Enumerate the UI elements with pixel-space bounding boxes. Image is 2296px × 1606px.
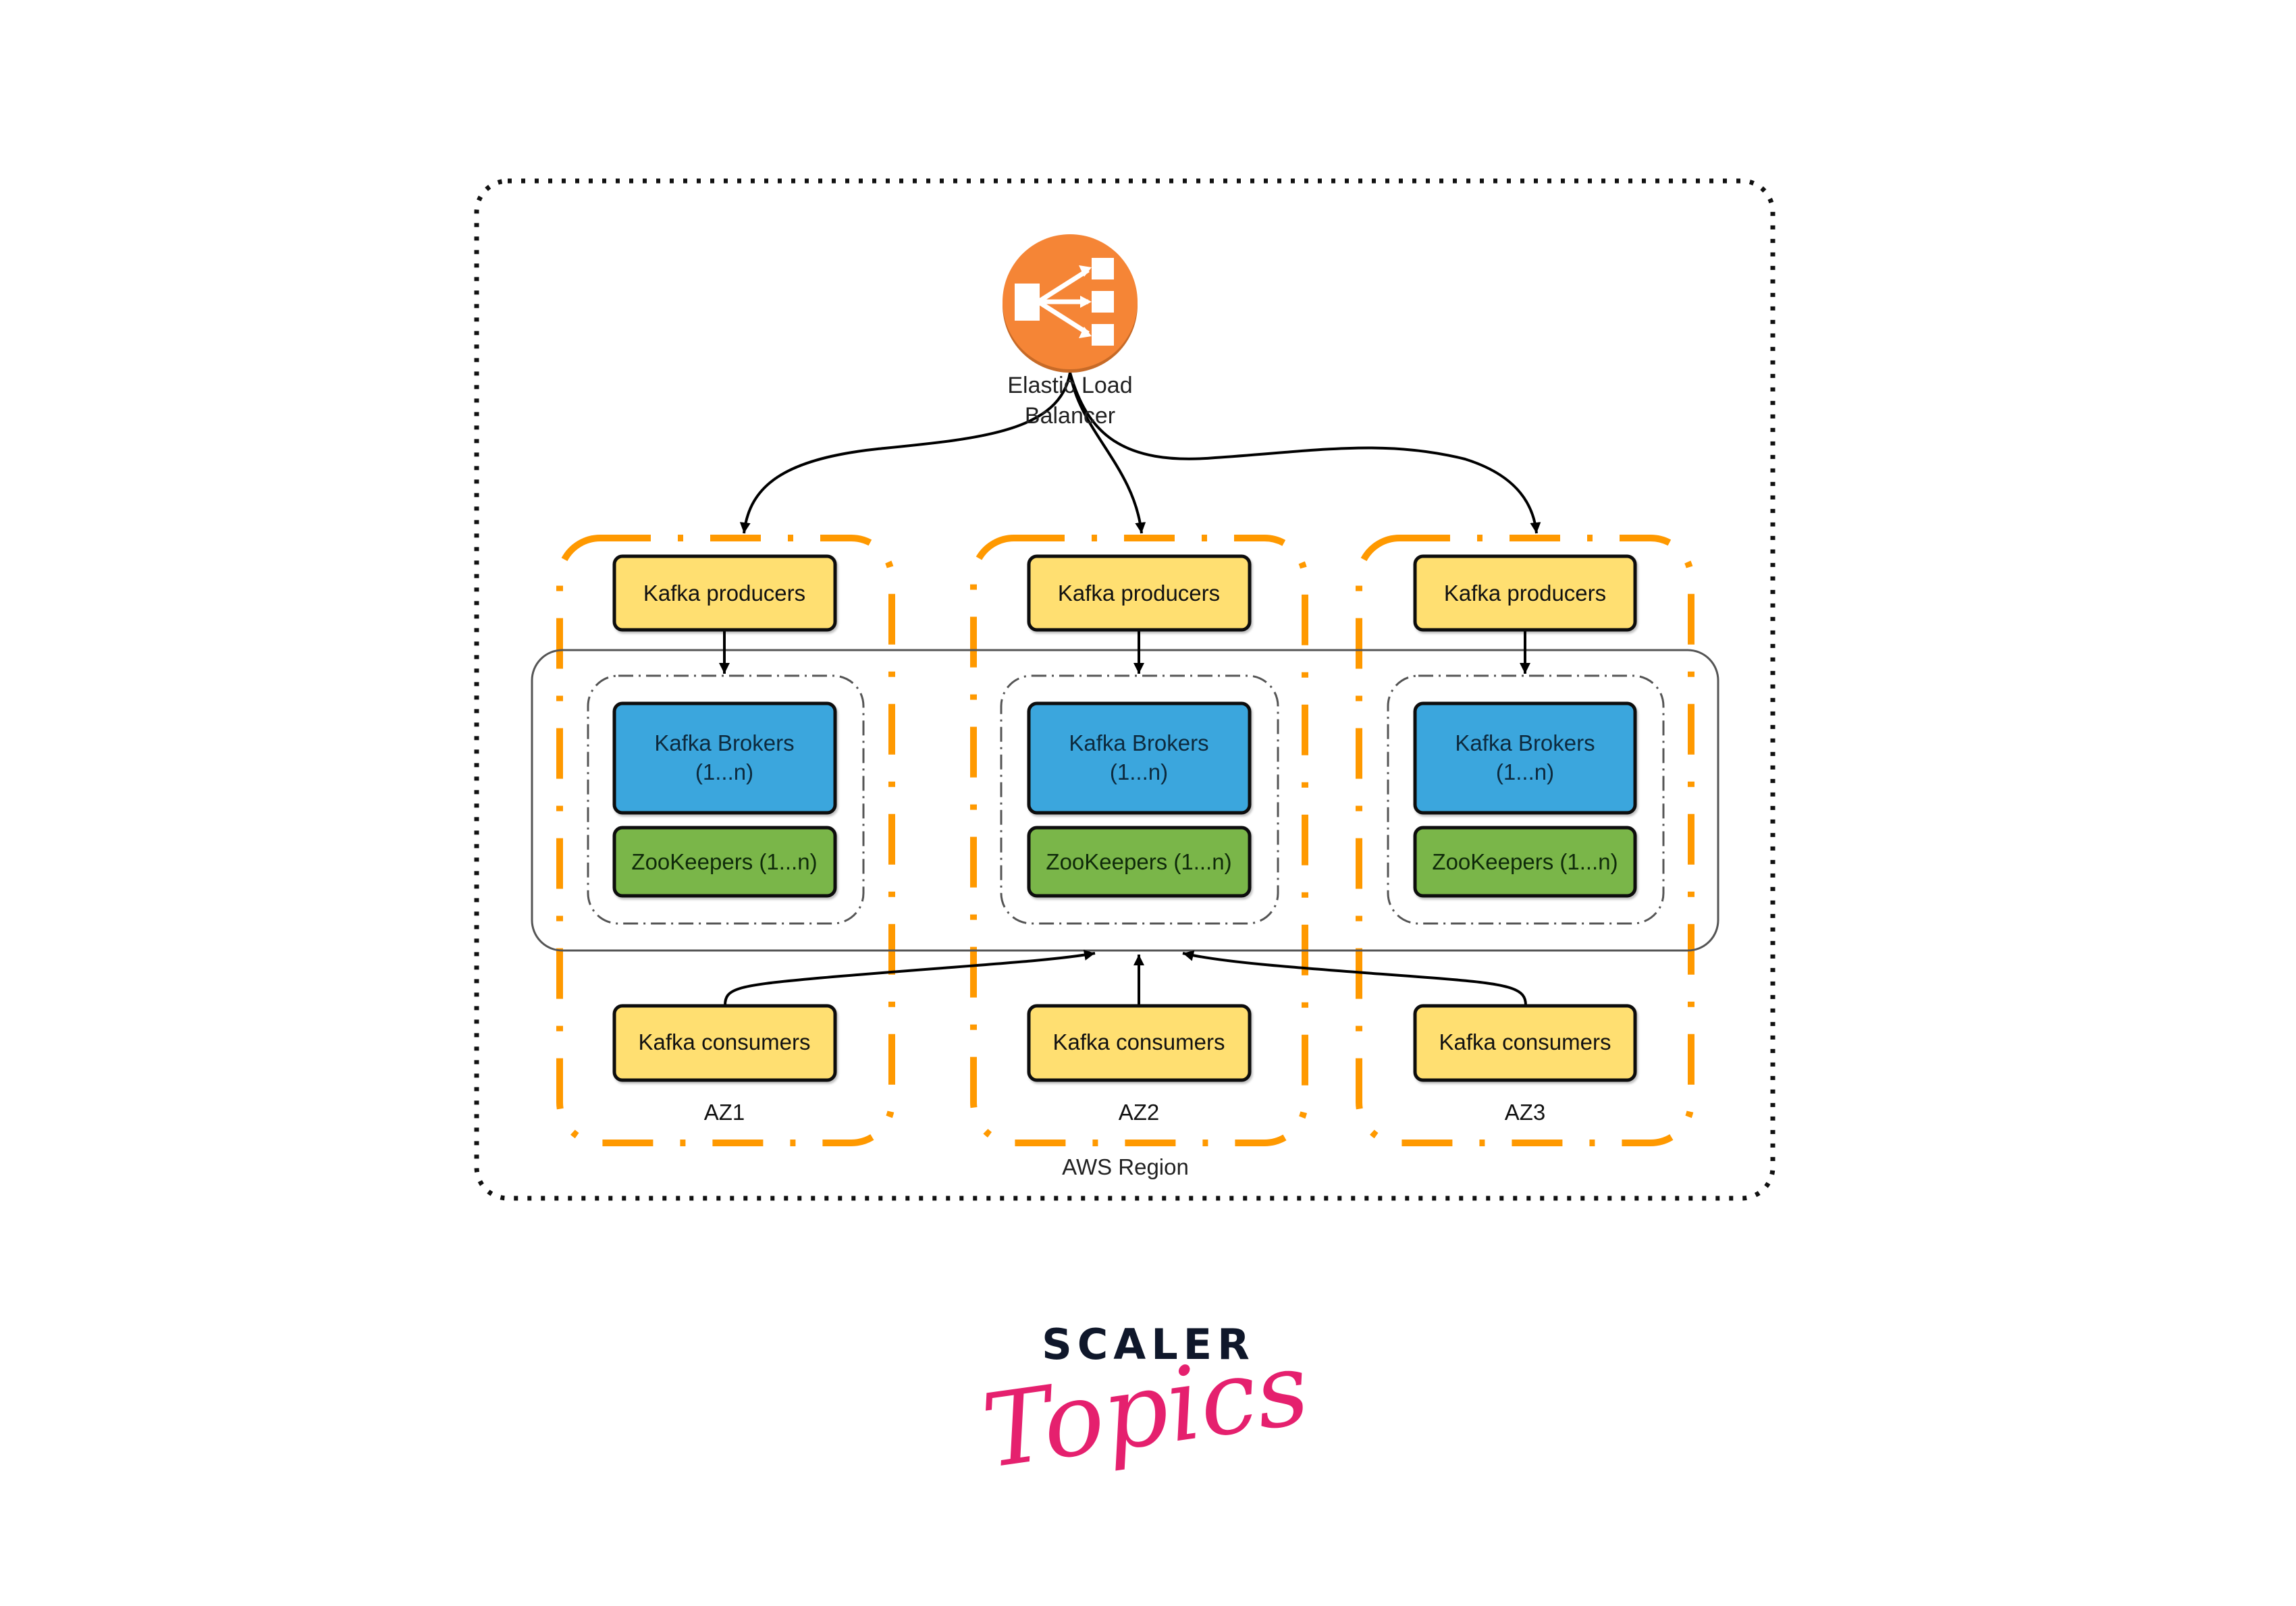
az3-consumers-box[interactable] [1413, 1004, 1637, 1082]
az2-producers-box[interactable] [1027, 554, 1252, 632]
az2-frame [970, 535, 1308, 1146]
az3-zookeepers-label: ZooKeepers (1...n) [1432, 849, 1618, 874]
elastic-load-balancer[interactable]: Elastic Load Balancer [1003, 234, 1138, 429]
az1-consumers-label: Kafka consumers [639, 1029, 811, 1054]
edge-elb-to-az3 [1069, 372, 1541, 534]
elb-label-line1: Elastic Load [1007, 373, 1132, 398]
az1-producers-box[interactable] [612, 554, 837, 632]
az3-producers-label: Kafka producers [1444, 581, 1606, 606]
az2-producers-label: Kafka producers [1058, 581, 1220, 606]
az3-brokers-label-line2: (1...n) [1496, 759, 1554, 784]
availability-zones [556, 535, 1694, 1146]
az3-frame [1356, 535, 1694, 1146]
aws-region-label: AWS Region [1062, 1154, 1189, 1179]
az1-brokers-box[interactable] [612, 701, 837, 815]
az3-brokers-box[interactable] [1413, 701, 1637, 815]
az3-brokers-label-line1: Kafka Brokers [1455, 730, 1595, 755]
az1-brokers-label-line1: Kafka Brokers [654, 730, 794, 755]
az2-consumers-box[interactable] [1027, 1004, 1252, 1082]
az1-consumers-box[interactable] [612, 1004, 837, 1082]
az1-label: AZ1 [704, 1100, 745, 1125]
edge-az1-consumer-to-cluster [724, 949, 1096, 1006]
aws-region-frame [474, 178, 1776, 1201]
kafka-cluster-frame [531, 649, 1719, 952]
scaler-topics-logo: SCALER Topics [976, 1320, 1315, 1491]
az1-frame [556, 535, 895, 1146]
az2-zookeepers-label: ZooKeepers (1...n) [1046, 849, 1231, 874]
az3-zookeepers-box[interactable] [1413, 826, 1637, 898]
az2-brokers-label-line1: Kafka Brokers [1069, 730, 1208, 755]
az1-zookeepers-box[interactable] [612, 826, 837, 898]
az3-producers-box[interactable] [1413, 554, 1637, 632]
edge-elb-to-az2 [1069, 372, 1146, 534]
az3: Kafka producers Kafka Brokers (1...n) Zo… [1413, 554, 1637, 1125]
logo-brand-text: SCALER [1042, 1320, 1255, 1369]
az2: Kafka producers Kafka Brokers (1...n) Zo… [1027, 554, 1252, 1125]
az1-zookeepers-label: ZooKeepers (1...n) [631, 849, 817, 874]
az1-producers-label: Kafka producers [643, 581, 805, 606]
load-balancer-glyph [1015, 258, 1114, 346]
az2-label: AZ2 [1119, 1100, 1160, 1125]
edge-az3-consumer-to-cluster [1182, 950, 1527, 1006]
az2-brokers-label-line2: (1...n) [1110, 759, 1168, 784]
az2-consumers-label: Kafka consumers [1053, 1029, 1225, 1054]
az3-label: AZ3 [1505, 1100, 1546, 1125]
az2-zookeepers-box[interactable] [1027, 826, 1252, 898]
az2-brokers-box[interactable] [1027, 701, 1252, 815]
az1: Kafka producers Kafka Brokers (1...n) Zo… [612, 554, 837, 1125]
edge-elb-to-az1 [739, 372, 1071, 534]
az3-consumers-label: Kafka consumers [1439, 1029, 1611, 1054]
edges [719, 372, 1541, 1006]
elb-label-line2: Balancer [1025, 403, 1115, 429]
az1-brokers-label-line2: (1...n) [695, 759, 753, 784]
logo-sub-text: Topics [976, 1329, 1315, 1491]
